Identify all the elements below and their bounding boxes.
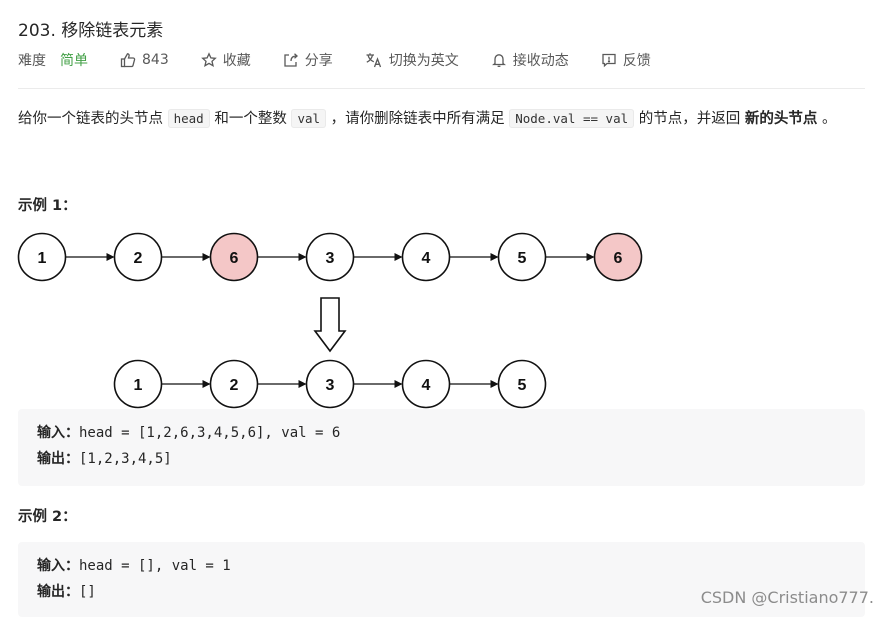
share-label: 分享 (304, 53, 333, 69)
csdn-watermark: CSDN @Cristiano777. (700, 588, 874, 607)
example-2-io-block: 输入：head = [], val = 1 输出：[] (18, 542, 865, 617)
difficulty-value: 简单 (60, 53, 88, 69)
desc-text: 。 (821, 111, 837, 127)
difficulty-label: 难度 (18, 53, 46, 69)
transform-arrow-icon (313, 297, 347, 353)
output-label: 输出： (37, 451, 79, 467)
before-node-value: 5 (518, 250, 527, 267)
problem-title: 203. 移除链表元素 (18, 21, 164, 41)
inline-code-condition: Node.val == val (509, 109, 635, 128)
before-node-value: 4 (422, 250, 431, 267)
desc-bold-new-head: 新的头节点 (744, 111, 818, 127)
desc-text: 的节点，并返回 (638, 111, 741, 127)
share-icon (284, 53, 298, 67)
favorite-button[interactable]: 收藏 (200, 50, 251, 70)
example-2-output: [] (79, 584, 96, 600)
list-before-removal: 1 2 6 3 4 5 6 (17, 232, 643, 282)
feedback-label: 反馈 (622, 53, 651, 69)
after-node-value: 1 (134, 377, 143, 394)
header-divider (18, 88, 865, 89)
example-1-input: head = [1,2,6,3,4,5,6], val = 6 (79, 425, 341, 441)
problem-description: 给你一个链表的头节点 head 和一个整数 val ，请你删除链表中所有满足 N… (18, 106, 863, 132)
input-label: 输入： (37, 558, 79, 574)
after-node (497, 359, 547, 409)
before-node-value: 1 (38, 250, 47, 267)
like-button[interactable]: 843 (120, 52, 169, 68)
before-node-value: 6 (230, 250, 239, 267)
translate-icon (366, 53, 381, 68)
problem-meta-bar: 难度 简单 843 收藏 分享 切换为英文 接收动态 (18, 50, 683, 70)
after-node-value: 5 (518, 377, 527, 394)
thumbs-up-icon (120, 53, 136, 68)
desc-text: 和一个整数 (214, 111, 287, 127)
linked-list-diagram: 1 2 6 3 4 5 6 1 2 3 4 5 (17, 232, 643, 409)
after-node-value: 4 (422, 377, 431, 394)
inline-code-head: head (167, 109, 210, 128)
desc-text: ，请你删除链表中所有满足 (330, 111, 505, 127)
subscribe-button[interactable]: 接收动态 (491, 50, 569, 70)
bell-icon (491, 54, 506, 67)
example-1-label: 示例 1： (18, 198, 77, 214)
before-node-value: 6 (614, 250, 623, 267)
star-icon (200, 52, 217, 68)
feedback-button[interactable]: 反馈 (601, 50, 651, 70)
example-2-label: 示例 2： (18, 509, 77, 525)
desc-text: 给你一个链表的头节点 (18, 111, 163, 127)
subscribe-label: 接收动态 (512, 53, 569, 69)
output-label: 输出： (37, 584, 79, 600)
feedback-icon (602, 53, 616, 68)
share-button[interactable]: 分享 (283, 50, 333, 70)
example-2-input: head = [], val = 1 (79, 558, 231, 574)
inline-code-val: val (291, 109, 327, 128)
like-count: 843 (142, 52, 169, 68)
input-label: 输入： (37, 425, 79, 441)
example-1-output: [1,2,3,4,5] (79, 451, 172, 467)
before-node (593, 232, 643, 282)
favorite-label: 收藏 (222, 53, 251, 69)
example-1-io-block: 输入：head = [1,2,6,3,4,5,6], val = 6 输出：[1… (18, 409, 865, 486)
switch-language-label: 切换为英文 (388, 53, 459, 69)
after-node-value: 3 (326, 377, 335, 394)
after-node-value: 2 (230, 377, 239, 394)
switch-language-button[interactable]: 切换为英文 (365, 50, 459, 70)
before-node-value: 2 (134, 250, 143, 267)
list-after-removal: 1 2 3 4 5 (113, 359, 547, 409)
before-node-value: 3 (326, 250, 335, 267)
